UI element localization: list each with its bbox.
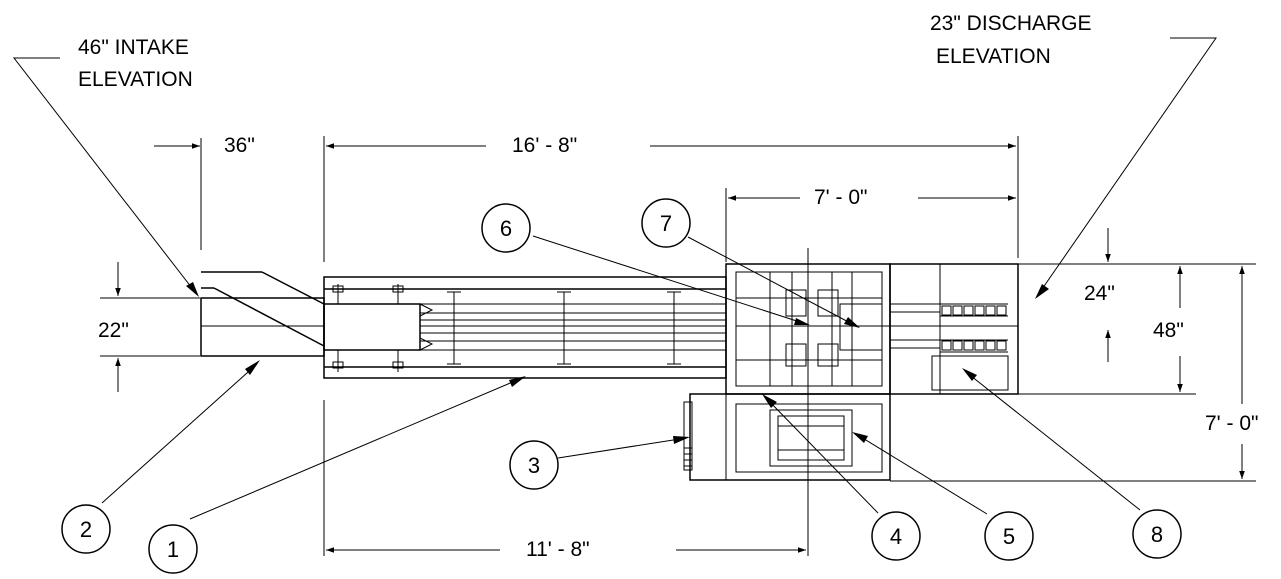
dim-intake-width-text: 22"	[98, 319, 129, 342]
leader-4-arrow	[762, 394, 777, 408]
callout-7-text: 7	[660, 211, 672, 236]
dim-belt-width-text: 48"	[1153, 319, 1184, 342]
discharge-elevation-note: 23" DISCHARGE ELEVATION	[930, 12, 1217, 299]
leader-3-arrow	[673, 436, 690, 444]
callout-4-text: 4	[890, 524, 902, 549]
callout-bubble-1: 1	[148, 524, 198, 574]
callout-leaders	[101, 235, 1141, 520]
callout-bubble-4: 4	[871, 511, 921, 561]
callout-bubble-6: 6	[481, 203, 531, 253]
dim-overall-width: 7' - 0"	[890, 266, 1258, 482]
intake-note-line2: ELEVATION	[78, 68, 193, 91]
discharge-leader-arrow	[1035, 284, 1049, 299]
bed-bolts	[332, 284, 404, 372]
leader-6-arrow	[794, 318, 810, 325]
leader-1-arrow	[509, 376, 526, 387]
dim-head-length: 7' - 0"	[725, 186, 1016, 262]
leader-7	[687, 236, 857, 327]
dim-overall-length: 16' - 8"	[323, 134, 1019, 262]
leader-6	[532, 235, 807, 325]
bed-cross-members	[447, 291, 681, 365]
dim-bed-length-text: 11' - 8"	[526, 538, 590, 561]
conveyor-bed	[323, 276, 727, 379]
discharge-section	[889, 263, 1019, 395]
callout-bubble-2: 2	[61, 504, 111, 554]
leader-2	[101, 363, 258, 504]
callout-6-text: 6	[500, 216, 512, 241]
intake-elevation-note: 46" INTAKE ELEVATION	[12, 36, 199, 297]
leader-5-arrow	[852, 432, 868, 443]
leader-8-arrow	[962, 368, 977, 381]
dim-discharge-offset: 24"	[1018, 228, 1256, 362]
leader-5	[855, 433, 988, 515]
callout-1-text: 1	[167, 537, 179, 562]
dim-head-length-text: 7' - 0"	[814, 186, 867, 209]
dim-overall-width-text: 7' - 0"	[1205, 412, 1258, 435]
intake-note-line1: 46" INTAKE	[78, 36, 189, 59]
dim-intake-length-text: 36"	[224, 134, 255, 157]
leader-3	[557, 437, 687, 459]
leader-7-arrow	[844, 317, 860, 328]
dim-discharge-offset-text: 24"	[1084, 282, 1115, 305]
callout-3-text: 3	[528, 453, 540, 478]
callout-bubble-7: 7	[641, 198, 691, 248]
callout-bubble-5: 5	[984, 511, 1034, 561]
leader-4	[765, 397, 879, 514]
intake-leader-line	[12, 57, 196, 293]
callout-5-text: 5	[1003, 524, 1015, 549]
leader-2-arrow	[245, 360, 260, 375]
leader-8	[965, 371, 1141, 511]
drive-section	[683, 393, 891, 481]
discharge-note-line1: 23" DISCHARGE	[930, 12, 1092, 35]
intake-chute	[200, 271, 325, 357]
callout-8-text: 8	[1151, 522, 1163, 547]
discharge-leader-line	[1039, 37, 1217, 293]
leader-1	[189, 377, 523, 520]
callout-bubble-3: 3	[509, 440, 559, 490]
callout-bubble-8: 8	[1132, 509, 1182, 559]
dim-overall-length-text: 16' - 8"	[512, 134, 577, 157]
discharge-rollers	[941, 305, 1007, 351]
dim-intake-width: 22"	[98, 262, 200, 392]
discharge-note-line2: ELEVATION	[936, 45, 1051, 68]
dim-bed-length: 11' - 8"	[323, 400, 809, 561]
callout-2-text: 2	[80, 517, 92, 542]
intake-leader-arrow	[186, 282, 199, 297]
dim-intake-length: 36"	[154, 134, 255, 250]
